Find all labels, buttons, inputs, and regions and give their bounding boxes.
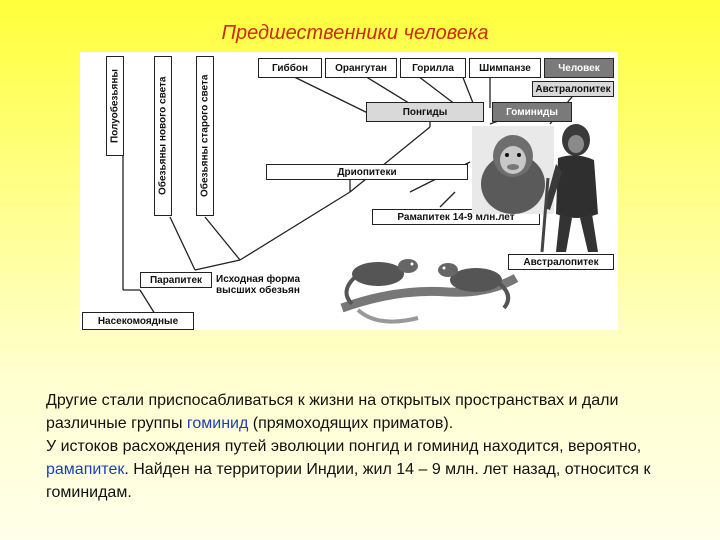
prosimians-label: Полуобезьяны [106, 56, 124, 156]
chimpanzee-box: Шимпанзе [469, 58, 541, 78]
australopithecus-bottom-box: Австралопитек [508, 254, 614, 270]
term-ramapithecus: рамапитек [46, 461, 125, 478]
insectivores-box: Насекомоядные [82, 312, 194, 330]
pongids-box: Понгиды [366, 102, 484, 122]
hominids-box: Гоминиды [492, 102, 572, 122]
paragraph-1-text-end: (прямоходящих приматов). [248, 415, 454, 432]
origin-form-label: Исходная форма высших обезьян [216, 274, 300, 296]
ape-portrait-image [472, 126, 554, 214]
term-hominids: гоминид [186, 415, 249, 432]
page-title: Предшественники человека [221, 22, 489, 44]
new-world-monkeys-label: Обезьяны нового света [154, 56, 172, 216]
parapithecus-box: Парапитек [140, 272, 212, 288]
early-primates-on-branch-image [340, 259, 518, 324]
hominid-figure-image [540, 124, 598, 253]
gorilla-box: Горилла [400, 58, 466, 78]
body-text: Другие стали приспосабливаться к жизни н… [20, 389, 700, 504]
paragraph-1-text: Другие стали приспосабливаться к жизни н… [46, 392, 619, 432]
evolution-diagram: Гиббон Орангутан Горилла Шимпанзе Челове… [80, 52, 618, 330]
paragraph-1: Другие стали приспосабливаться к жизни н… [20, 389, 700, 435]
dryopithecus-box: Дриопитеки [266, 164, 468, 180]
gibbon-box: Гиббон [258, 58, 322, 78]
origin-form-line2: высших обезьян [216, 285, 300, 296]
origin-form-line1: Исходная форма [216, 274, 300, 285]
paragraph-2-text: У истоков расхождения путей эволюции пон… [46, 438, 642, 455]
human-box: Человек [544, 58, 614, 78]
australopithecus-top-box: Австралопитек [532, 81, 614, 97]
paragraph-2-text-end: . Найден на территории Индии, жил 14 – 9… [46, 461, 651, 501]
paragraph-2: У истоков расхождения путей эволюции пон… [20, 435, 700, 504]
orangutan-box: Орангутан [325, 58, 397, 78]
old-world-monkeys-label: Обезьяны старого света [196, 56, 214, 216]
